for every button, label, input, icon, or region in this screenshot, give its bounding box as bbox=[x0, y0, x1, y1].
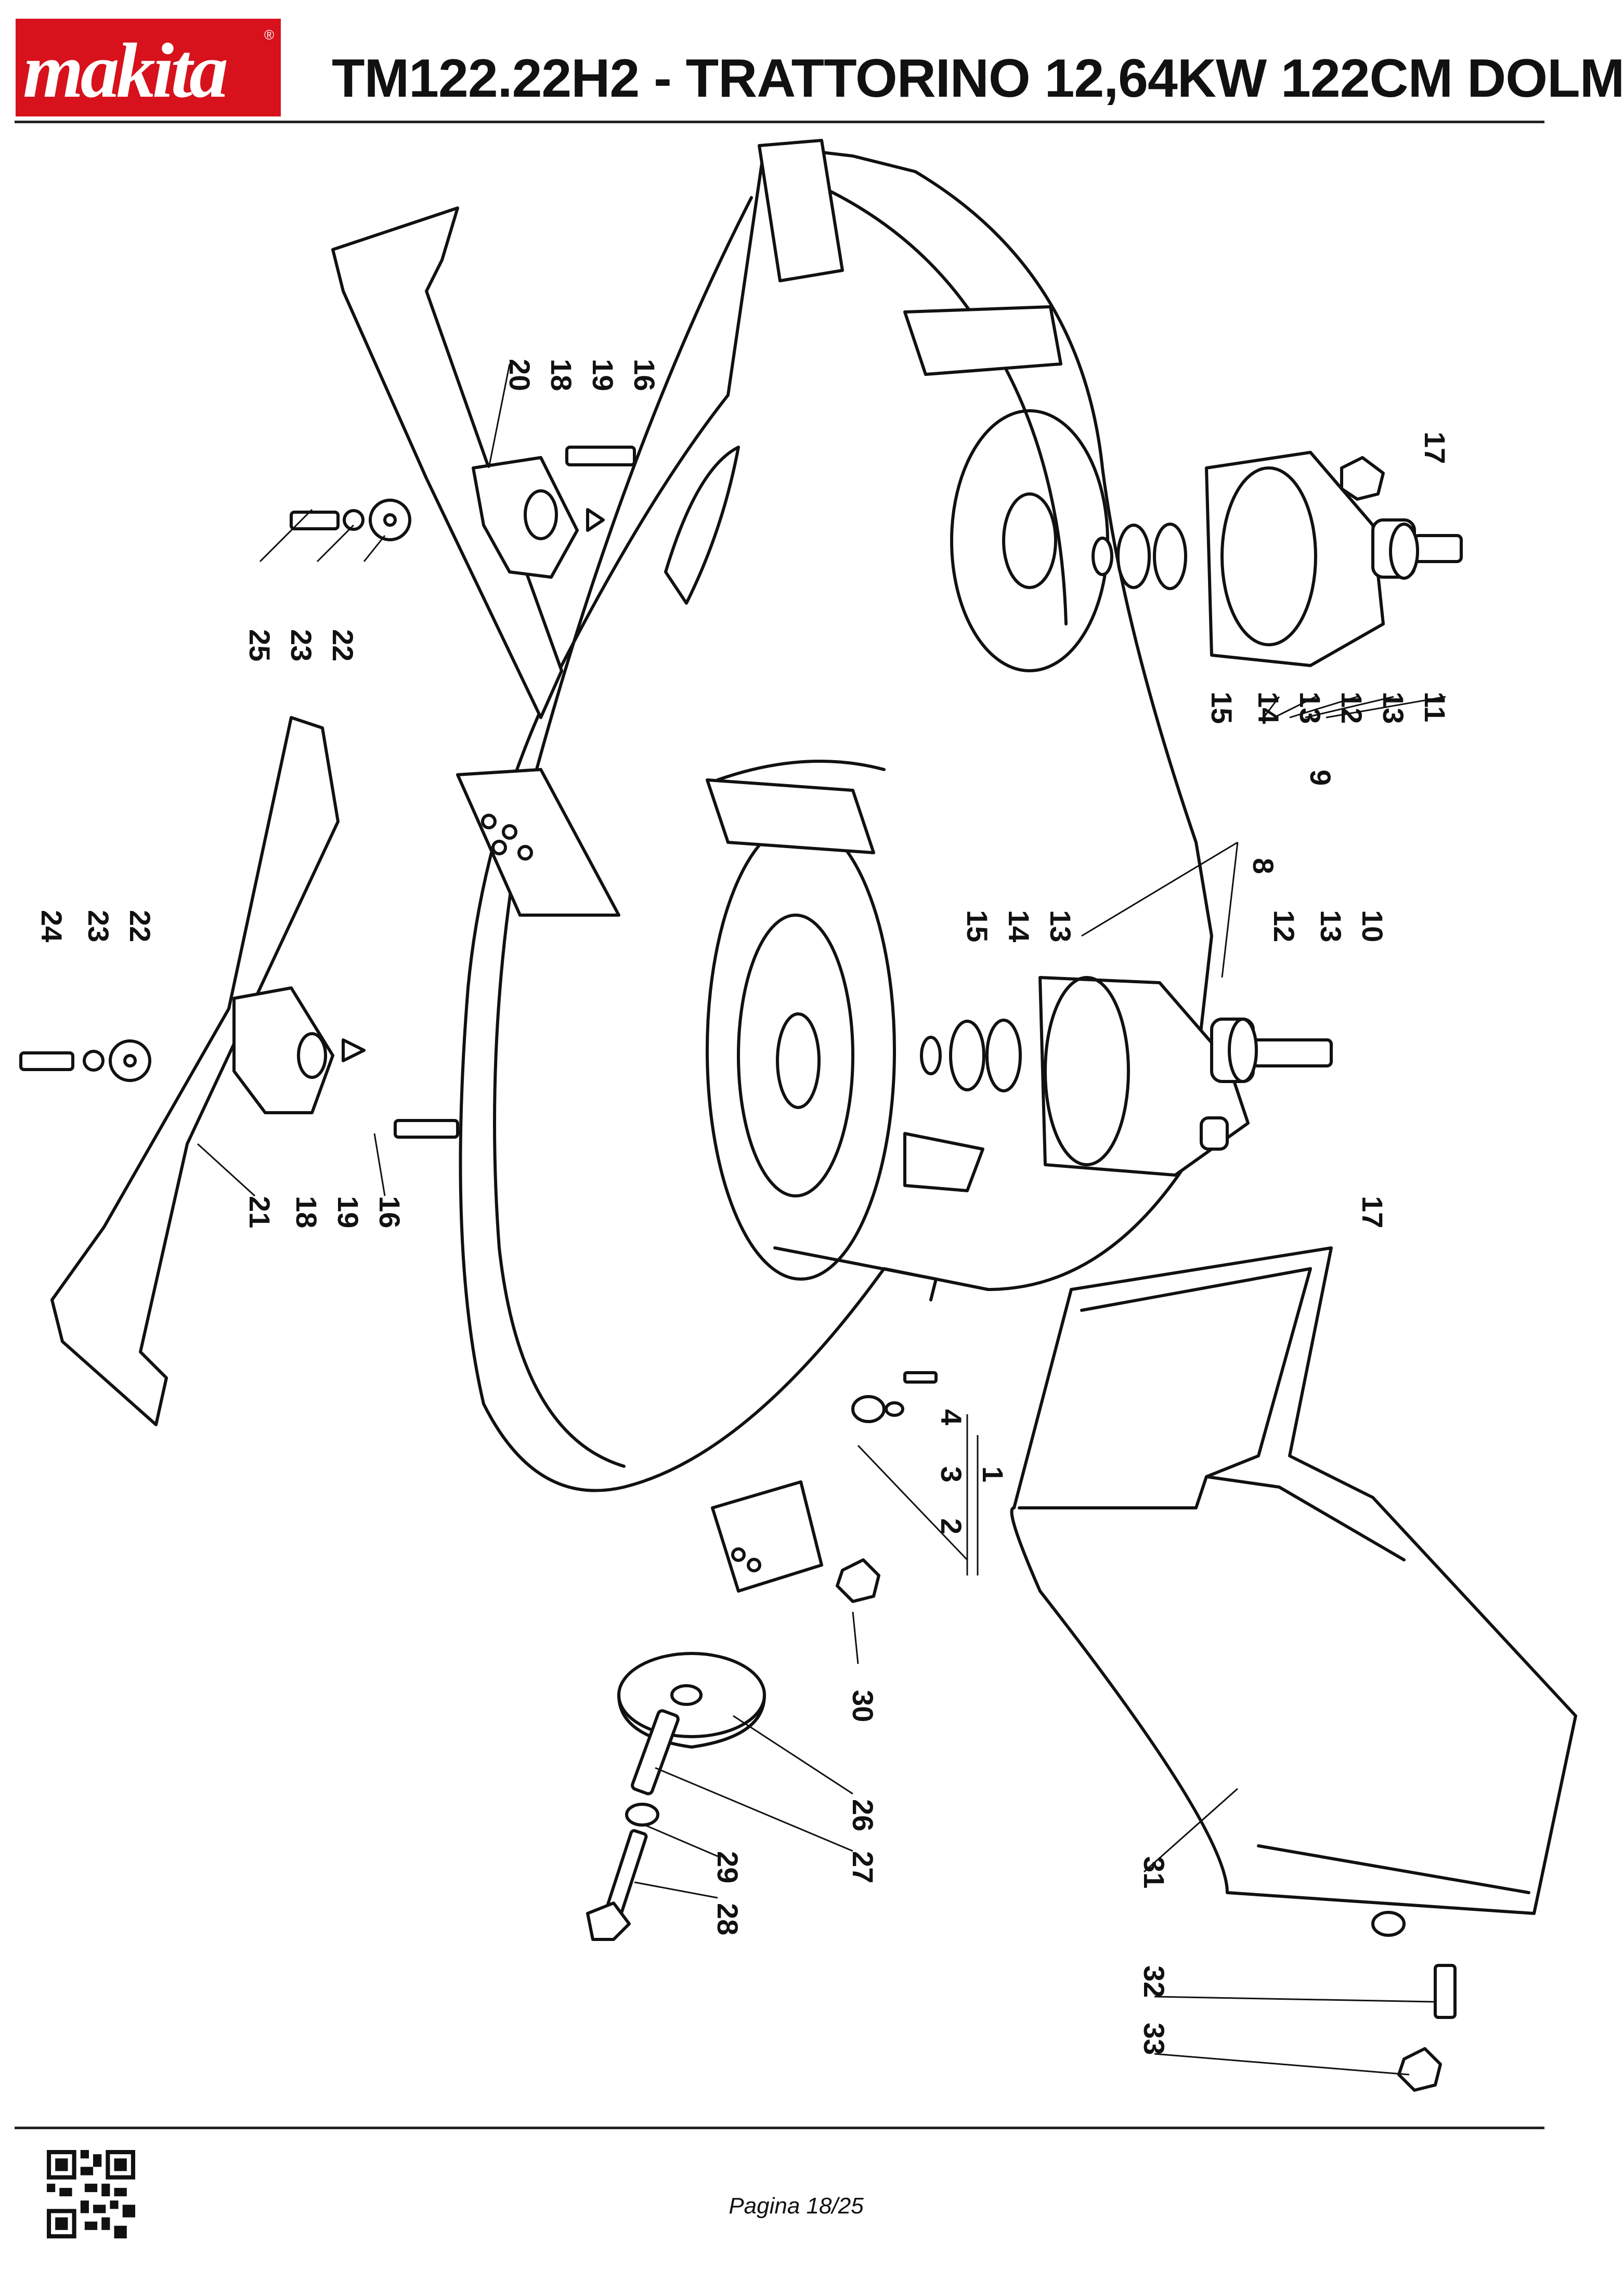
callout-17-top: 17 bbox=[1419, 432, 1451, 464]
callout-12-a: 12 bbox=[1335, 692, 1368, 724]
callout-9: 9 bbox=[1304, 770, 1337, 786]
upper-blade bbox=[290, 206, 636, 719]
callout-29: 29 bbox=[711, 1851, 744, 1883]
callout-33: 33 bbox=[1138, 2023, 1171, 2055]
deck-housing bbox=[456, 139, 1213, 1593]
callout-12-b: 12 bbox=[1268, 910, 1301, 942]
callout-16-left: 16 bbox=[373, 1196, 406, 1228]
callout-11: 11 bbox=[1419, 692, 1451, 722]
callout-leaders bbox=[197, 363, 1446, 2076]
svg-text:makita: makita bbox=[23, 28, 227, 114]
callout-1: 1 bbox=[977, 1466, 1009, 1482]
callout-13-d: 13 bbox=[1044, 910, 1077, 942]
callout-28: 28 bbox=[711, 1903, 744, 1935]
callout-23-top: 23 bbox=[285, 629, 318, 661]
callout-13-c: 13 bbox=[1315, 910, 1347, 942]
callout-26: 26 bbox=[847, 1799, 879, 1831]
svg-text:®: ® bbox=[264, 27, 274, 43]
callout-18-top: 18 bbox=[545, 359, 578, 391]
callout-31: 31 bbox=[1138, 1856, 1171, 1888]
footer-divider bbox=[15, 2127, 1544, 2129]
callout-3: 3 bbox=[935, 1466, 968, 1482]
callout-4: 4 bbox=[935, 1409, 968, 1425]
discharge-chute bbox=[1010, 1246, 1577, 2092]
callout-8: 8 bbox=[1247, 858, 1280, 874]
lower-blade bbox=[19, 716, 459, 1426]
callout-27: 27 bbox=[847, 1851, 879, 1883]
callout-15-a: 15 bbox=[1205, 692, 1238, 724]
callout-21: 21 bbox=[243, 1196, 276, 1228]
header-divider bbox=[15, 121, 1544, 123]
callout-14-a: 14 bbox=[1252, 692, 1285, 724]
callout-13-b: 13 bbox=[1294, 692, 1327, 724]
callout-17-bottom: 17 bbox=[1356, 1196, 1389, 1228]
page-title: TM122.22H2 - TRATTORINO 12,64KW 122CM DO… bbox=[332, 48, 1624, 109]
callout-10: 10 bbox=[1356, 910, 1389, 942]
callout-15-b: 15 bbox=[961, 910, 994, 942]
upper-spindle-assembly bbox=[1092, 451, 1463, 667]
callout-16-top: 16 bbox=[628, 359, 661, 391]
callout-2: 2 bbox=[935, 1518, 968, 1534]
callout-labels: 17 11 13 12 13 14 15 9 8 10 13 12 13 14 … bbox=[35, 359, 1451, 2055]
page-header: makita ® TM122.22H2 - TRATTORINO 12,64KW… bbox=[0, 0, 1624, 125]
page-number: Pagina 18/25 bbox=[729, 2193, 864, 2219]
callout-24: 24 bbox=[35, 910, 68, 942]
callout-13-a: 13 bbox=[1377, 692, 1410, 724]
callout-22-left: 22 bbox=[124, 910, 157, 942]
lower-spindle-assembly bbox=[920, 976, 1333, 1177]
callout-32: 32 bbox=[1138, 1965, 1171, 1998]
makita-logo: makita ® bbox=[16, 19, 281, 116]
callout-19-left: 19 bbox=[332, 1196, 365, 1228]
callout-25: 25 bbox=[243, 629, 276, 661]
mower-deck-drawing: 17 11 13 12 13 14 15 9 8 10 13 12 13 14 … bbox=[19, 139, 1577, 2092]
callout-14-b: 14 bbox=[1003, 910, 1035, 942]
callout-18-left: 18 bbox=[290, 1196, 323, 1228]
callout-22-top: 22 bbox=[327, 629, 359, 661]
callout-30: 30 bbox=[847, 1690, 879, 1722]
qr-code-icon[interactable] bbox=[47, 2150, 135, 2238]
callout-20: 20 bbox=[503, 359, 536, 391]
callout-19-top: 19 bbox=[587, 359, 619, 391]
callout-23-left: 23 bbox=[82, 910, 115, 942]
deck-wheel-assembly bbox=[586, 1371, 938, 1941]
exploded-parts-diagram: 17 11 13 12 13 14 15 9 8 10 13 12 13 14 … bbox=[0, 125, 1592, 2127]
